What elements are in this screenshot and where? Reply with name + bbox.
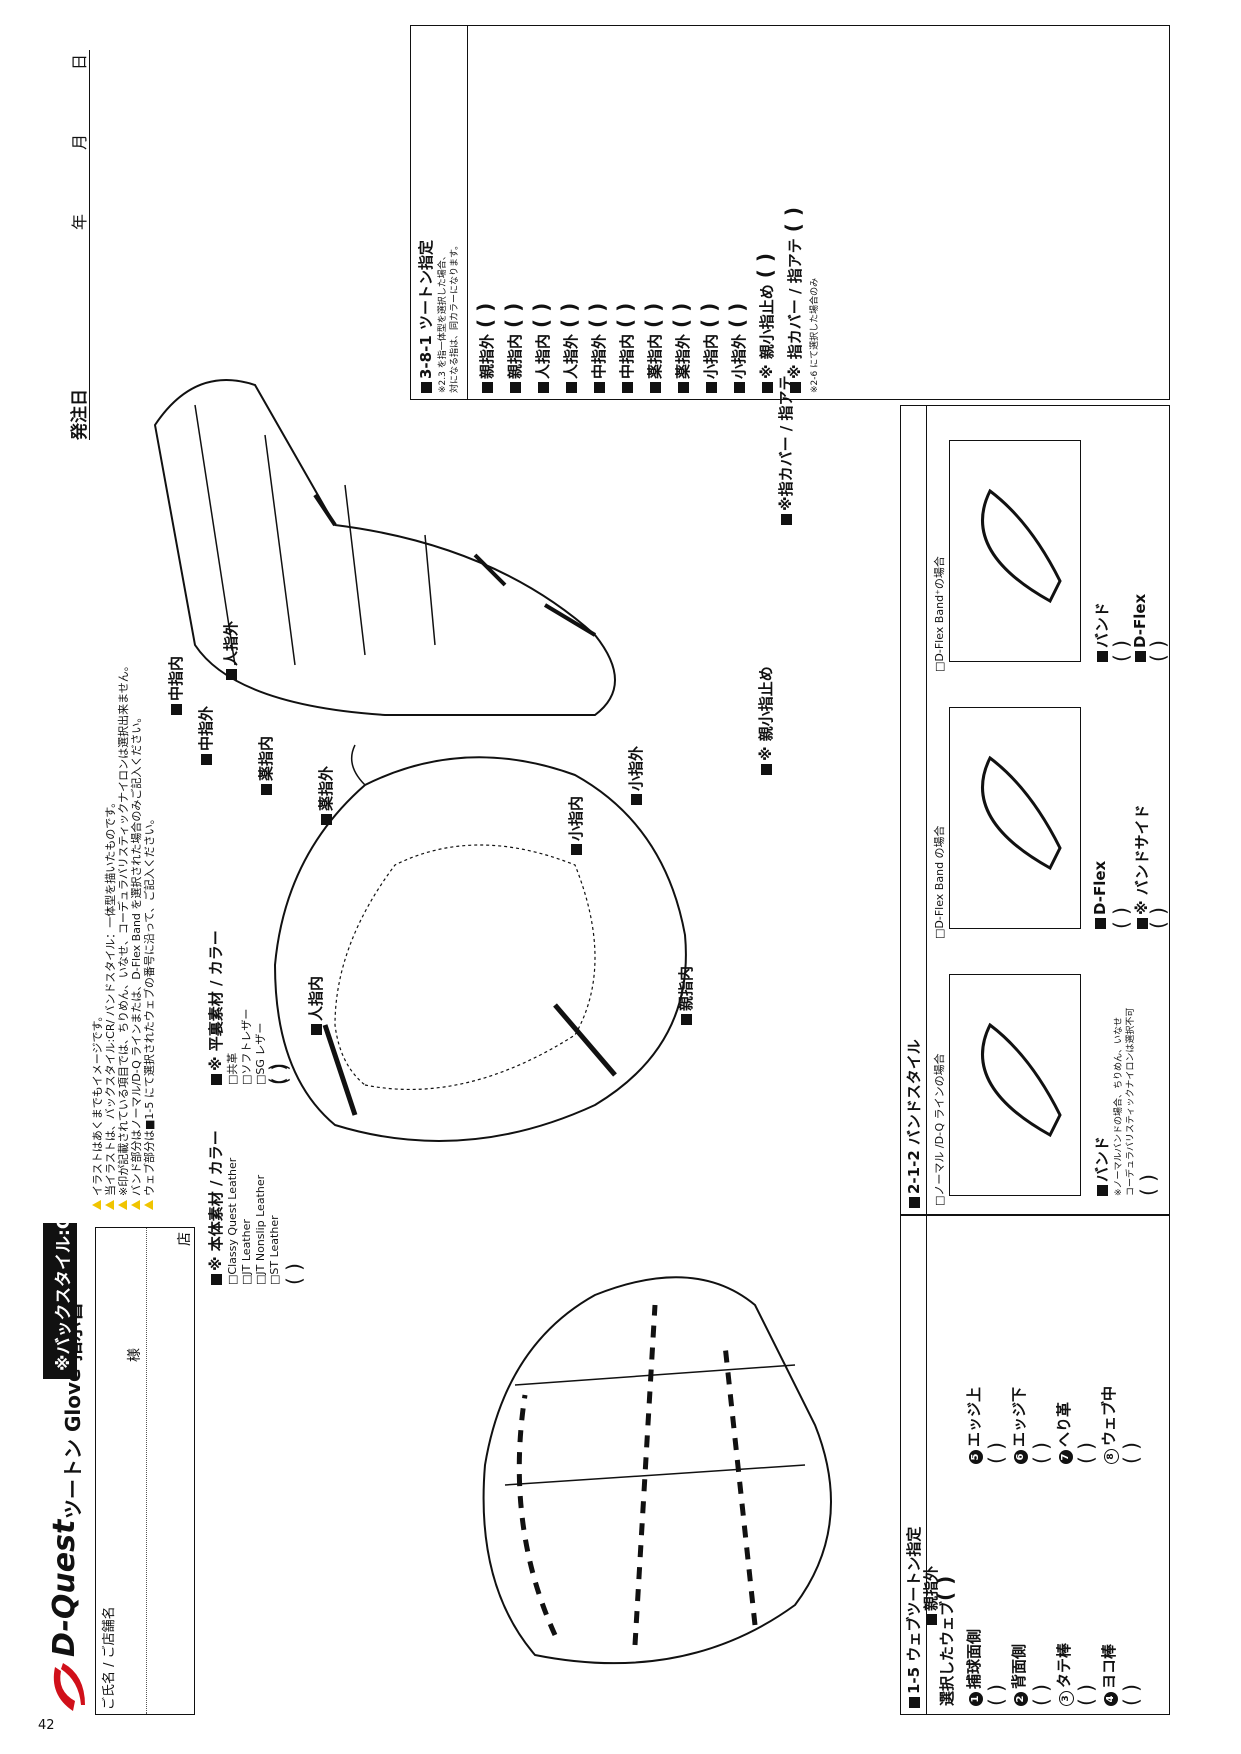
web-item-color-field[interactable]: ( )	[1074, 1442, 1098, 1464]
index-in-color-field[interactable]: ( )	[265, 1063, 289, 1085]
label-little-in: 小指内	[565, 796, 586, 855]
twotone-item: 中指内( )	[611, 33, 639, 393]
label-middle-in: 中指内	[165, 656, 186, 715]
label-index-out: 人指外	[220, 621, 241, 680]
dflex-plus-color-field[interactable]: ( )	[1146, 640, 1170, 662]
web-item-color-field[interactable]: ( )	[1074, 1684, 1098, 1706]
band-panel-dflex: □D-Flex Band の場合 D-Flex ( ) ※ バンドサイド ( )	[931, 679, 1170, 939]
twotone-section: 3-8-1 ツートン指定 ※2.3 を指一体型を選択した場合、 対になる指は、同…	[410, 25, 1170, 400]
band-side-label: ※ バンドサイド	[1133, 804, 1151, 915]
dflex-label: D-Flex	[1091, 860, 1109, 915]
label-thumb-little-stop: ※ 親小指止め	[755, 666, 776, 775]
selected-web-label: 選択したウェブ( )	[933, 1575, 957, 1706]
label-little-out: 小指外	[625, 746, 646, 805]
twotone-note-2: 対になる指は、同カラーになります。	[450, 240, 460, 393]
web-item: 2背面側	[1008, 1466, 1029, 1706]
dq-logo-icon	[981, 755, 1062, 871]
twotone-item: 薬指内( )	[639, 33, 667, 393]
web-section: 1-5 ウェブツートン指定 選択したウェブ( ) 1捕球面側 ( ) 2背面側 …	[900, 1215, 1170, 1715]
band-label: バンド	[1093, 1136, 1111, 1182]
web-item-color-field[interactable]: ( )	[1119, 1684, 1143, 1706]
band-plus-color-field[interactable]: ( )	[1109, 640, 1133, 662]
dflex-color-field[interactable]: ( )	[1109, 907, 1133, 929]
web-section-title: 1-5 ウェブツートン指定	[905, 1526, 923, 1694]
band-note-2: コーデュラバリスティックナイロンは選択不可	[1126, 1007, 1136, 1196]
band-side-color-field[interactable]: ( )	[1146, 907, 1170, 929]
band-option-checkbox[interactable]: □ノーマル /D-Q ラインの場合	[933, 1053, 946, 1206]
brand-logo: D-Quest ツートン Glove 指示書	[43, 1301, 91, 1715]
page-number: 42	[38, 1718, 55, 1733]
twotone-item: 中指外( )	[583, 33, 611, 393]
band-color-field[interactable]: ( )	[1136, 1174, 1160, 1196]
web-item-color-field[interactable]: ( )	[984, 1684, 1008, 1706]
web-item: 3タテ棒	[1053, 1466, 1074, 1706]
label-ring-out: 薬指外	[315, 766, 336, 825]
twotone-last-note: ※2-6 にて選択した場合のみ	[810, 277, 820, 393]
twotone-item: 人指外( )	[555, 33, 583, 393]
twotone-title: 3-8-1 ツートン指定	[417, 240, 435, 379]
web-item: 5エッジ上	[963, 1224, 984, 1464]
label-middle-out: 中指外	[195, 706, 216, 765]
dq-logo-icon	[981, 1022, 1062, 1138]
band-panel-normal: □ノーマル /D-Q ラインの場合 バンド ※ノーマルバンドの場合、ちりめん、い…	[931, 946, 1166, 1206]
label-ring-in: 薬指内	[255, 736, 276, 795]
label-index-in: 人指内	[305, 976, 326, 1035]
twotone-list: 親指外( ) 親指内( ) 人指内( ) 人指外( ) 中指外(	[471, 33, 820, 393]
web-item: 8ウェブ中	[1098, 1224, 1119, 1464]
twotone-item: 小指内( )	[695, 33, 723, 393]
web-items-col-2: 5エッジ上 ( ) 6エッジ下 ( ) 7へり革 ( ) 8ウェブ中 (	[963, 1224, 1143, 1464]
glove-palm-illustration	[273, 744, 687, 1142]
twotone-item: ※ 親小指止め( )	[751, 33, 779, 393]
band-option-checkbox[interactable]: □D-Flex Band⁺の場合	[933, 556, 946, 672]
web-item: 6エッジ下	[1008, 1224, 1029, 1464]
twotone-item: 人指内( )	[527, 33, 555, 393]
band-section-title: 2-1-2 バンドスタイル	[905, 1039, 923, 1194]
twotone-item: 親指内( )	[499, 33, 527, 393]
band-option-checkbox[interactable]: □D-Flex Band の場合	[933, 825, 946, 939]
web-item-color-field[interactable]: ( )	[1029, 1684, 1053, 1706]
twotone-item: ※ 指カバー / 指アテ( )	[779, 33, 807, 393]
band-image-normal	[949, 974, 1081, 1196]
band-image-dflex-plus	[949, 440, 1081, 662]
twotone-item: 親指外( )	[471, 33, 499, 393]
rotated-sheet: D-Quest ツートン Glove 指示書 ※バックスタイル:CR専用 発注日…	[35, 25, 1205, 1725]
band-panel-dflex-plus: □D-Flex Band⁺の場合 バンド ( ) D-Flex ( )	[931, 412, 1170, 672]
web-item-color-field[interactable]: ( )	[1029, 1442, 1053, 1464]
web-item: 4ヨコ棒	[1098, 1466, 1119, 1706]
brand-swoosh-icon	[53, 1663, 85, 1711]
web-item-color-field[interactable]: ( )	[1119, 1442, 1143, 1464]
web-item: 1捕球面側	[963, 1466, 984, 1706]
band-image-dflex	[949, 707, 1081, 929]
web-item: 7へり革	[1053, 1224, 1074, 1464]
twotone-item: 薬指外( )	[667, 33, 695, 393]
web-item-color-field[interactable]: ( )	[984, 1442, 1008, 1464]
twotone-item: 小指外( )	[723, 33, 751, 393]
label-thumb-in: 親指内	[675, 966, 696, 1025]
web-items-col-1: 1捕球面側 ( ) 2背面側 ( ) 3タテ棒 ( ) 4ヨコ棒 (	[963, 1466, 1143, 1706]
band-section: 2-1-2 バンドスタイル □ノーマル /D-Q ラインの場合 バンド ※ノーマ…	[900, 405, 1170, 1215]
glove-back-illustration	[482, 1276, 832, 1665]
dq-logo-icon	[981, 488, 1062, 604]
